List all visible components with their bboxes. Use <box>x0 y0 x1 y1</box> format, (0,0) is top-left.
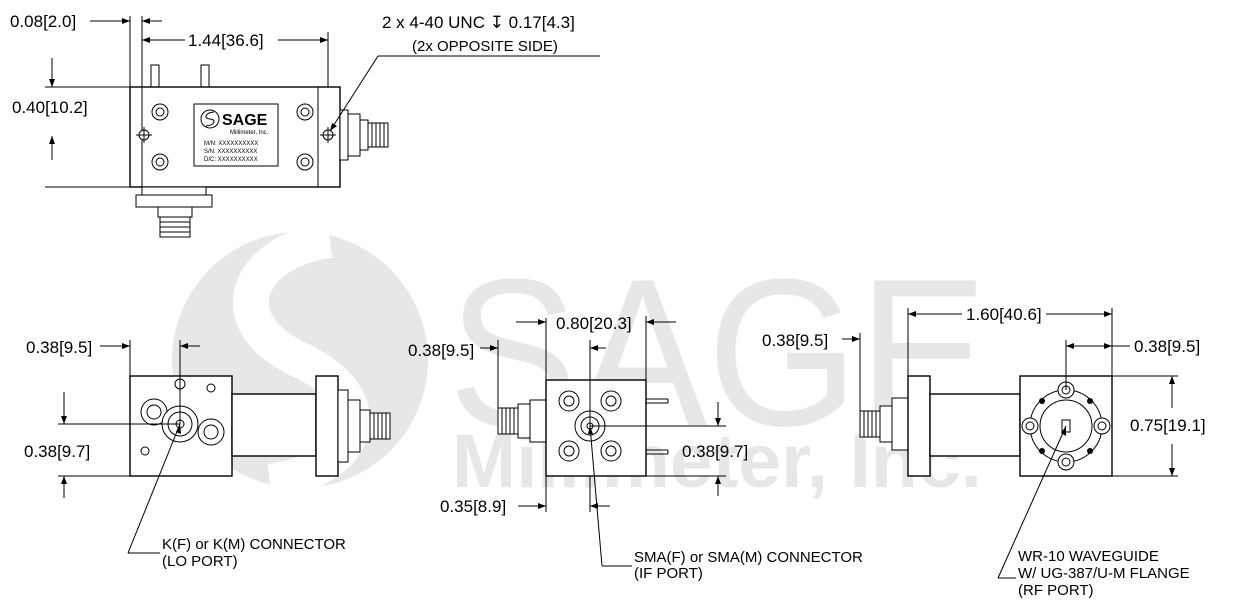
dim-length: 1.44[36.6] <box>188 31 264 50</box>
label-plate: SAGE Millimeter, Inc. M/N: XXXXXXXXXX S/… <box>193 103 279 167</box>
sage-logo-icon <box>200 109 220 129</box>
top-view: SAGE Millimeter, Inc. M/N: XXXXXXXXXX S/… <box>10 12 600 238</box>
plate-line3: D/C: XXXXXXXXXX <box>204 157 258 163</box>
thread-note-sub: (2x OPPOSITE SIDE) <box>412 38 558 55</box>
plate-line1: M/N: XXXXXXXXXX <box>204 141 258 147</box>
rf-callout-line1: WR-10 WAVEGUIDE <box>1018 548 1159 565</box>
side-connector <box>339 109 389 161</box>
if-dim-bottom: 0.35[8.9] <box>440 497 506 516</box>
rf-side-connector <box>859 397 909 451</box>
rf-dim-left: 0.38[9.5] <box>762 331 828 350</box>
lo-callout: K(F) or K(M) CONNECTOR <box>162 536 346 553</box>
mounting-holes <box>136 103 336 171</box>
lo-side-connector <box>359 409 391 443</box>
if-dim-top: 0.80[20.3] <box>556 314 632 333</box>
rf-callout-line2: W/ UG-387/U-M FLANGE <box>1018 565 1190 582</box>
rf-callout-line3: (RF PORT) <box>1018 582 1094 599</box>
pin <box>200 64 210 88</box>
if-pins <box>645 385 669 455</box>
if-view: 0.80[20.3] 0.38[9.5] 0.38[9.7] 0.35[8.9]… <box>408 314 863 582</box>
rf-view: 1.60[40.6] 0.38[9.5] 0.38[9.5] 0.75[19.1… <box>762 305 1206 599</box>
if-dim-left: 0.38[9.5] <box>408 341 474 360</box>
rf-dim-height: 0.75[19.1] <box>1130 416 1206 435</box>
if-side-connector <box>497 399 547 443</box>
lo-callout-sub: (LO PORT) <box>162 553 238 570</box>
bottom-connector <box>135 186 213 238</box>
lo-view: 0.38[9.5] 0.38[9.7] K(F) or K(M) CONNECT… <box>24 338 391 570</box>
lo-dim-vertical: 0.38[9.7] <box>24 442 90 461</box>
if-callout-sub: (IF PORT) <box>634 565 703 582</box>
plate-brand: SAGE <box>222 112 268 129</box>
plate-sub: Millimeter, Inc. <box>230 130 269 136</box>
dim-offset: 0.08[2.0] <box>10 12 76 31</box>
rf-dim-right: 0.38[9.5] <box>1134 337 1200 356</box>
if-dim-right: 0.38[9.7] <box>682 442 748 461</box>
thread-note: 2 x 4-40 UNC ↧ 0.17[4.3] <box>382 13 575 32</box>
lo-dim-horizontal: 0.38[9.5] <box>26 338 92 357</box>
plate-line2: S/N: XXXXXXXXXX <box>204 149 257 155</box>
rf-dim-width: 1.60[40.6] <box>966 305 1042 324</box>
if-callout: SMA(F) or SMA(M) CONNECTOR <box>634 549 863 566</box>
rf-view-body <box>907 375 931 477</box>
pin <box>150 64 160 88</box>
dim-height: 0.40[10.2] <box>12 98 88 117</box>
